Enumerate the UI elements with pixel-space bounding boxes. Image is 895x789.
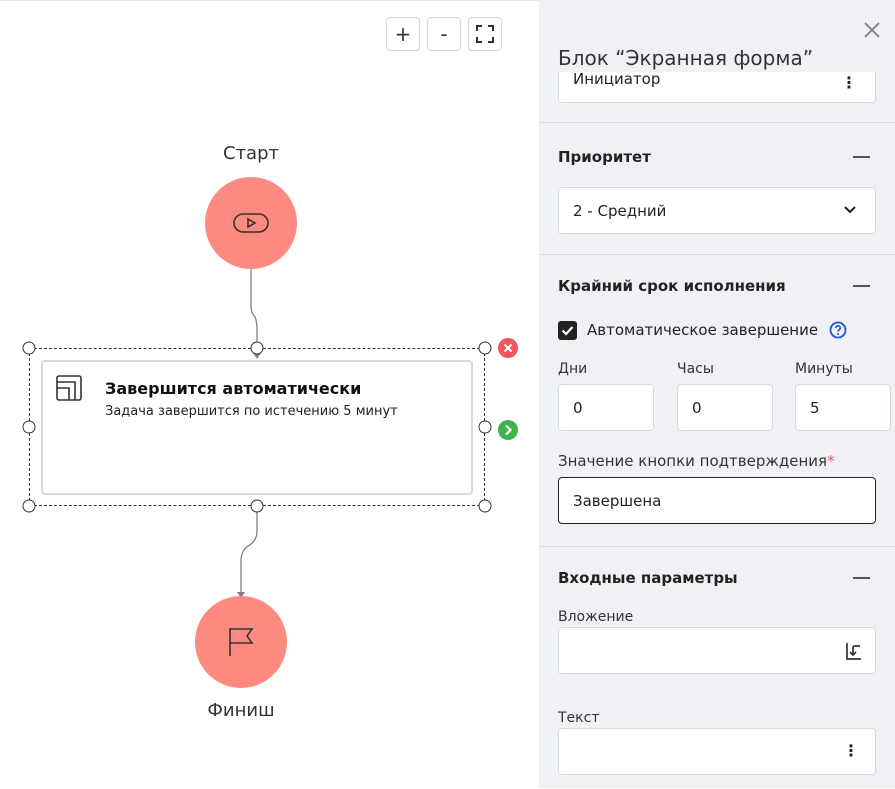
connectors <box>237 269 261 598</box>
chevron-down-icon <box>844 206 856 214</box>
confirm-label: Значение кнопки подтверждения* <box>558 452 835 470</box>
text-input[interactable]: ⋮ <box>558 728 876 775</box>
play-icon <box>233 213 269 233</box>
days-value: 0 <box>573 398 583 417</box>
process-canvas[interactable]: + - Старт Завершится автоматически Задач… <box>0 0 539 788</box>
required-mark: * <box>827 452 835 470</box>
resize-handle[interactable] <box>22 420 36 434</box>
days-input[interactable]: 0 <box>558 384 654 431</box>
attachment-input[interactable] <box>558 627 876 674</box>
hours-input[interactable]: 0 <box>677 384 773 431</box>
help-icon[interactable] <box>829 321 847 339</box>
resize-handle[interactable] <box>22 499 36 513</box>
divider <box>539 254 895 255</box>
screen-form-icon <box>56 375 82 401</box>
days-label: Дни <box>558 361 588 377</box>
zoom-out-button[interactable]: - <box>427 17 461 51</box>
text-label: Текст <box>558 710 600 726</box>
divider <box>539 546 895 547</box>
initiator-value: Инициатор <box>573 70 661 88</box>
node-title: Завершится автоматически <box>105 379 362 398</box>
more-icon[interactable]: ⋮ <box>841 73 857 92</box>
priority-value: 2 - Средний <box>573 201 667 220</box>
node-subtitle: Задача завершится по истечению 5 минут <box>105 404 398 419</box>
inputs-heading: Входные параметры <box>558 569 738 587</box>
panel-title: Блок “Экранная форма” <box>558 46 814 70</box>
fullscreen-button[interactable] <box>468 17 502 51</box>
next-node-icon[interactable] <box>498 420 518 440</box>
more-icon[interactable]: ⋮ <box>843 741 859 760</box>
zoom-in-button[interactable]: + <box>386 17 420 51</box>
start-label: Старт <box>223 143 279 164</box>
minutes-value: 5 <box>810 398 820 417</box>
minutes-label: Минуты <box>795 361 853 377</box>
collapse-deadline-icon[interactable] <box>853 285 870 287</box>
fullscreen-icon <box>476 25 494 43</box>
delete-node-icon[interactable] <box>498 338 518 358</box>
finish-label: Финиш <box>207 700 275 721</box>
collapse-inputs-icon[interactable] <box>853 577 870 579</box>
deadline-heading: Крайний срок исполнения <box>558 277 786 295</box>
minutes-input[interactable]: 5 <box>795 384 891 431</box>
auto-complete-checkbox[interactable] <box>558 321 577 340</box>
finish-event[interactable] <box>195 596 287 688</box>
priority-select[interactable]: 2 - Средний <box>558 187 876 234</box>
close-icon[interactable] <box>863 21 881 39</box>
resize-handle[interactable] <box>478 420 492 434</box>
resize-handle[interactable] <box>250 341 264 355</box>
flag-icon <box>229 628 254 656</box>
select-file-icon[interactable] <box>845 642 863 660</box>
attachment-label: Вложение <box>558 609 634 625</box>
priority-heading: Приоритет <box>558 148 651 166</box>
confirm-input[interactable]: Завершена <box>558 477 876 524</box>
resize-handle[interactable] <box>22 341 36 355</box>
properties-panel: Инициатор ⋮ Блок “Экранная форма” Приори… <box>539 0 895 788</box>
divider <box>539 122 895 123</box>
resize-handle[interactable] <box>478 499 492 513</box>
start-event[interactable] <box>205 177 297 269</box>
hours-value: 0 <box>692 398 702 417</box>
resize-handle[interactable] <box>250 499 264 513</box>
collapse-priority-icon[interactable] <box>853 156 870 158</box>
task-node[interactable]: Завершится автоматически Задача завершит… <box>41 360 473 495</box>
auto-complete-label: Автоматическое завершение <box>587 321 819 339</box>
confirm-value: Завершена <box>573 491 662 510</box>
check-icon <box>561 326 574 336</box>
confirm-label-text: Значение кнопки подтверждения <box>558 452 828 470</box>
hours-label: Часы <box>677 361 714 377</box>
resize-handle[interactable] <box>478 341 492 355</box>
